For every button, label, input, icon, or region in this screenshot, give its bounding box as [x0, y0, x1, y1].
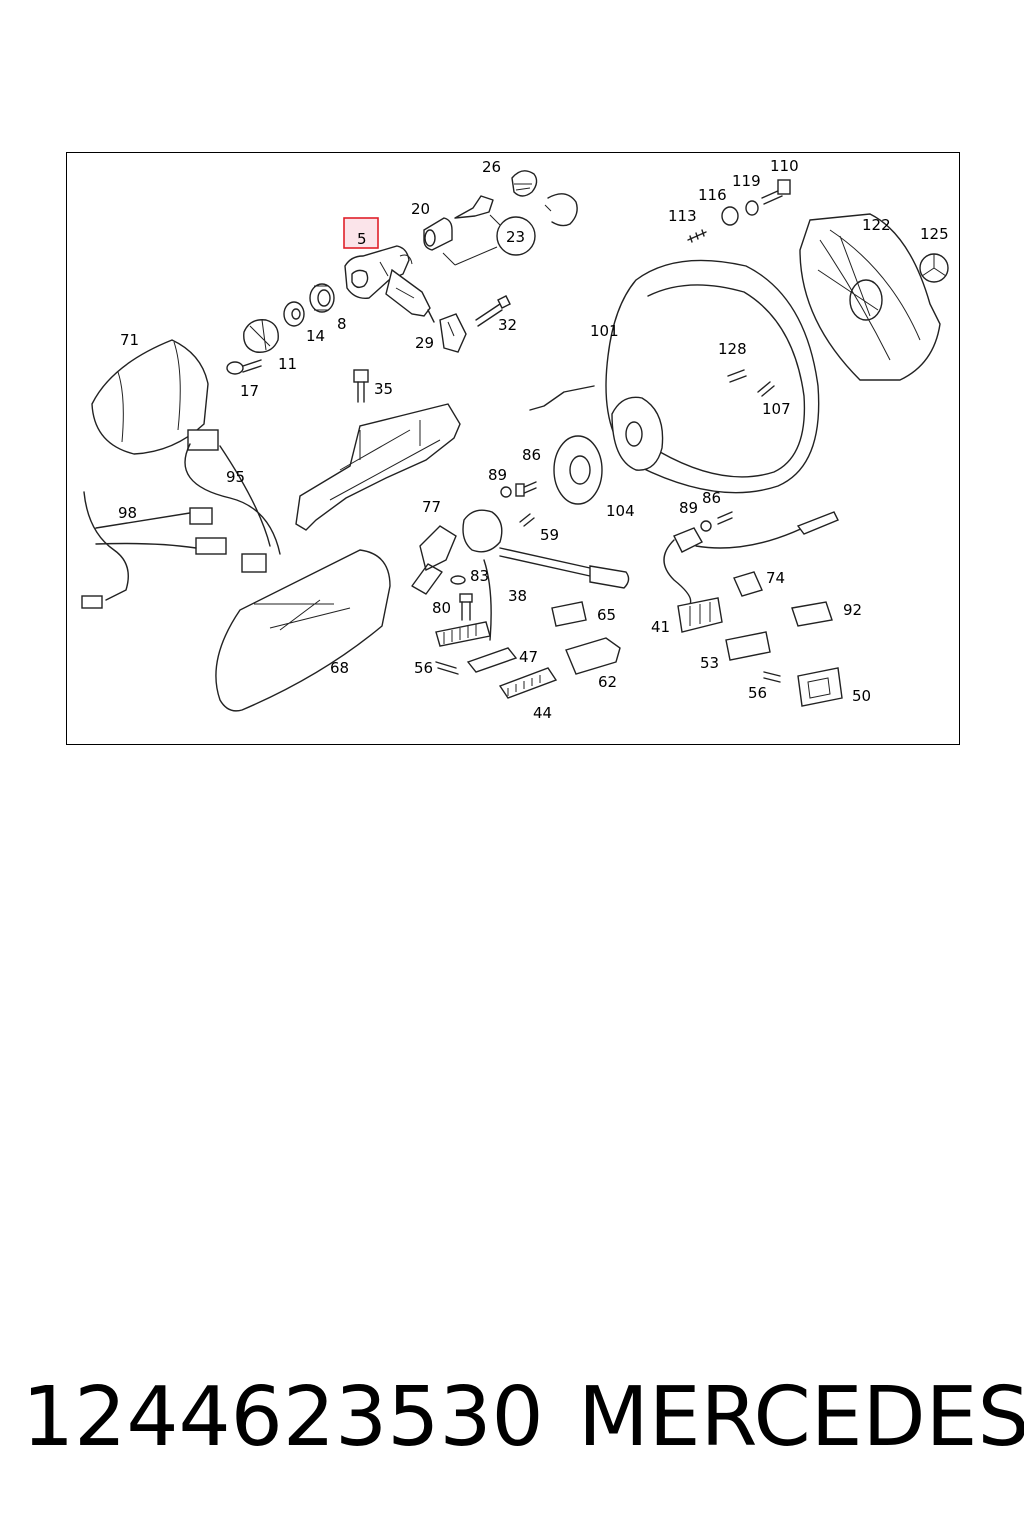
label-125: 125	[920, 225, 949, 243]
part-32-drawing	[475, 295, 511, 327]
label-41: 41	[651, 618, 670, 636]
label-116: 116	[698, 186, 727, 204]
part-29-drawing	[439, 313, 467, 353]
label-77: 77	[422, 498, 441, 516]
label-17: 17	[240, 382, 259, 400]
label-53: 53	[700, 654, 719, 672]
part-104-drawing	[553, 435, 603, 505]
label-56-left: 56	[414, 659, 433, 677]
label-38: 38	[508, 587, 527, 605]
label-80: 80	[432, 599, 451, 617]
brand-name: MERCEDES	[578, 1370, 1024, 1465]
part-56b-drawing	[763, 671, 781, 683]
label-89: 89	[488, 466, 507, 484]
label-101: 101	[590, 322, 619, 340]
label-26: 26	[482, 158, 501, 176]
column-bracket-drawing	[295, 403, 461, 531]
part-80-drawing	[459, 593, 473, 621]
label-86-right: 86	[702, 489, 721, 507]
part-116-drawing	[721, 206, 739, 226]
label-23: 23	[506, 228, 525, 246]
part-77-drawing	[411, 525, 457, 595]
part-128-drawing	[727, 369, 747, 383]
label-5: 5	[357, 230, 367, 248]
label-50: 50	[852, 687, 871, 705]
part-107-drawing	[757, 381, 775, 397]
part-59-drawing	[519, 513, 535, 527]
diagram-frame	[66, 152, 960, 745]
part-68-drawing	[215, 549, 391, 712]
part-98-drawing	[81, 491, 213, 609]
part-14-drawing	[283, 301, 305, 327]
part-number: 1244623530	[22, 1370, 544, 1465]
part-26-drawing	[511, 170, 538, 197]
part-101-drawing	[605, 259, 820, 494]
label-83: 83	[470, 567, 489, 585]
label-74: 74	[766, 569, 785, 587]
part-62-drawing	[565, 637, 621, 675]
part-8-drawing	[309, 283, 335, 313]
part-119-drawing	[745, 200, 759, 216]
part-86-89-drawing	[500, 481, 537, 498]
part-53-drawing	[725, 631, 771, 661]
label-71: 71	[120, 331, 139, 349]
label-98: 98	[118, 504, 137, 522]
part-56a-drawing	[435, 661, 459, 675]
label-110: 110	[770, 157, 799, 175]
label-44: 44	[533, 704, 552, 722]
part-65-drawing	[551, 601, 587, 627]
label-86: 86	[522, 446, 541, 464]
part-38-drawing	[462, 509, 630, 641]
part-113-drawing	[687, 229, 707, 243]
part-5-drawing	[344, 245, 435, 323]
part-83-drawing	[450, 575, 466, 585]
part-86-89-right-drawing	[700, 511, 733, 532]
label-107: 107	[762, 400, 791, 418]
part-74-drawing	[733, 571, 763, 597]
label-65: 65	[597, 606, 616, 624]
part-110-drawing	[761, 179, 791, 205]
part-92-drawing	[791, 601, 833, 627]
label-35: 35	[374, 380, 393, 398]
wire-drawing	[529, 385, 595, 411]
label-8: 8	[337, 315, 347, 333]
part-20-drawing	[423, 217, 453, 251]
part-71-drawing	[91, 339, 209, 455]
part-41-drawing	[663, 511, 839, 633]
label-89-right: 89	[679, 499, 698, 517]
part-35-drawing	[353, 369, 369, 403]
part-17-drawing	[226, 359, 262, 375]
label-29: 29	[415, 334, 434, 352]
caption: 1244623530 MERCEDES	[22, 1368, 1024, 1468]
label-47: 47	[519, 648, 538, 666]
label-59: 59	[540, 526, 559, 544]
part-122-drawing	[799, 213, 941, 381]
label-20: 20	[411, 200, 430, 218]
label-11: 11	[278, 355, 297, 373]
label-68: 68	[330, 659, 349, 677]
part-38-connector-drawing	[435, 621, 491, 647]
part-95-drawing	[184, 429, 281, 573]
label-119: 119	[732, 172, 761, 190]
part-125-drawing	[919, 253, 949, 283]
part-50-drawing	[797, 667, 843, 707]
label-95: 95	[226, 468, 245, 486]
part-key-drawing	[442, 193, 578, 266]
label-104: 104	[606, 502, 635, 520]
label-122: 122	[862, 216, 891, 234]
label-128: 128	[718, 340, 747, 358]
label-92: 92	[843, 601, 862, 619]
part-47-drawing	[466, 647, 518, 673]
label-113: 113	[668, 207, 697, 225]
label-14: 14	[306, 327, 325, 345]
label-62: 62	[598, 673, 617, 691]
label-32: 32	[498, 316, 517, 334]
label-56-right: 56	[748, 684, 767, 702]
part-44-drawing	[498, 667, 558, 699]
part-11-drawing	[243, 319, 279, 353]
highlight-box	[343, 217, 379, 249]
